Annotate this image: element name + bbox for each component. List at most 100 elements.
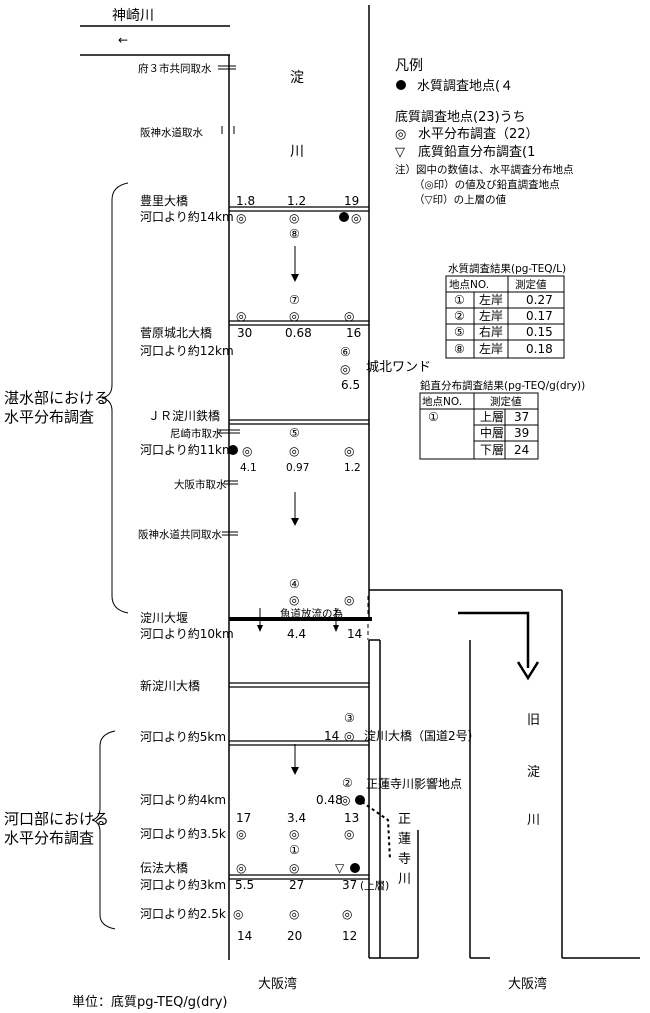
point-number-5: ⑤ bbox=[289, 426, 300, 440]
sample-point-icon: ◎ bbox=[342, 907, 352, 921]
side-label-kako-2: 水平分布調査 bbox=[4, 829, 94, 847]
sample-point-icon: ◎ bbox=[344, 729, 354, 743]
legend-vertical: 底質鉛直分布調査(1 bbox=[418, 144, 535, 160]
point-number-6: ⑥ bbox=[340, 345, 351, 359]
sample-point-icon: ◎ bbox=[236, 827, 246, 841]
vertical-table: 鉛直分布調査結果(pg-TEQ/g(dry)) 地点NO. 測定値 ① 上層 3… bbox=[419, 379, 585, 460]
water-row-4-side: 左岸 bbox=[479, 341, 503, 356]
value-14km-right: 19 bbox=[344, 194, 359, 208]
point-number-3: ③ bbox=[344, 711, 355, 725]
sample-point-icon: ◎ bbox=[289, 309, 299, 323]
value-10km-right: 14 bbox=[347, 627, 362, 641]
water-row-3-value: 0.15 bbox=[526, 325, 553, 339]
vertical-row-3-layer: 下層 bbox=[480, 443, 504, 457]
vertical-point-icon: ▽ bbox=[335, 861, 345, 875]
legend-title: 凡例 bbox=[395, 58, 423, 74]
water-row-1-no: ① bbox=[454, 293, 465, 307]
water-row-2-no: ② bbox=[454, 309, 465, 323]
value-25km-left: 14 bbox=[237, 929, 252, 943]
sample-point-icon: ◎ bbox=[242, 444, 252, 458]
label-yodo-bridge-r2: 淀川大橋（国道2号） bbox=[364, 729, 480, 743]
value-11km-right: 1.2 bbox=[344, 462, 361, 474]
value-14km-left: 1.8 bbox=[236, 194, 255, 208]
shorenji-char-1: 正 bbox=[398, 812, 411, 827]
water-row-4-no: ⑧ bbox=[454, 342, 465, 356]
sample-point-icon: ◎ bbox=[340, 362, 350, 376]
water-table-title: 水質調査結果(pg-TEQ/L) bbox=[448, 262, 566, 275]
kyu-yodo-char-3: 川 bbox=[527, 813, 540, 828]
label-km25: 河口より約2.5k bbox=[140, 906, 226, 921]
label-km12: 河口より約12km bbox=[140, 343, 234, 358]
value-10km-mid: 4.4 bbox=[287, 627, 306, 641]
sample-point-icon: ◎ bbox=[351, 211, 361, 225]
label-km4: 河口より約4km bbox=[140, 792, 226, 807]
legend-note-1: 注）図中の数値は、水平調査分布地点 bbox=[395, 163, 574, 176]
flow-arrowhead-icon bbox=[291, 767, 299, 775]
sample-point-icon: ◎ bbox=[344, 827, 354, 841]
vertical-table-title: 鉛直分布調査結果(pg-TEQ/g(dry)) bbox=[420, 379, 585, 392]
shorenji-char-3: 寺 bbox=[398, 852, 411, 867]
diversion-arrow-icon bbox=[458, 611, 530, 668]
diversion-arrowhead-icon bbox=[516, 661, 540, 681]
label-km11: 河口より約11km bbox=[140, 442, 234, 457]
flow-arrowhead-icon bbox=[291, 274, 299, 282]
sample-point-icon: ◎ bbox=[289, 444, 299, 458]
point-number-8: ⑧ bbox=[289, 227, 300, 241]
value-5km: 14 bbox=[324, 729, 339, 743]
sample-point-icon: ◎ bbox=[233, 907, 243, 921]
label-km35: 河口より約3.5k bbox=[140, 826, 226, 841]
shorenji-char-2: 蓮 bbox=[398, 832, 411, 847]
water-row-4-value: 0.18 bbox=[526, 342, 553, 356]
kyu-yodo-char-1: 旧 bbox=[527, 713, 540, 728]
label-hanshin-kyodo: 阪神水道共同取水 bbox=[138, 528, 222, 541]
value-25km-mid: 20 bbox=[287, 929, 302, 943]
value-4km-right: 13 bbox=[344, 811, 359, 825]
label-denpo: 伝法大橋 bbox=[140, 861, 188, 875]
vertical-row-1-value: 37 bbox=[514, 410, 529, 424]
water-point-icon bbox=[228, 445, 238, 455]
sample-point-icon: ◎ bbox=[340, 793, 350, 807]
shorenji-channel bbox=[361, 801, 391, 861]
water-point-icon bbox=[339, 212, 349, 222]
sample-point-icon: ◎ bbox=[289, 593, 299, 607]
water-row-3-side: 右岸 bbox=[479, 324, 503, 339]
label-jouhoku-wando: 城北ワンド bbox=[366, 360, 431, 375]
value-11km-left: 4.1 bbox=[240, 462, 257, 474]
value-3km-left: 5.5 bbox=[235, 878, 254, 892]
value-12km-mid: 0.68 bbox=[285, 326, 312, 340]
value-12km-right: 16 bbox=[346, 326, 361, 340]
label-amagasaki: 尼崎市取水 bbox=[170, 427, 223, 440]
flow-arrowhead-icon bbox=[291, 518, 299, 526]
value-14km-mid: 1.2 bbox=[287, 194, 306, 208]
label-fish-way: 魚道放流の為 bbox=[280, 607, 343, 620]
side-label-tansui-1: 湛水部における bbox=[4, 389, 109, 407]
legend: 凡例 水質調査地点(４ 底質調査地点(23)うち ◎ 水平分布調査（22） ▽ … bbox=[395, 58, 574, 206]
sample-point-icon: ◎ bbox=[344, 593, 354, 607]
unit-label: 単位：底質pg-TEQ/g(dry) bbox=[72, 994, 227, 1010]
sample-point-icon: ◎ bbox=[344, 309, 354, 323]
water-point-icon bbox=[350, 863, 360, 873]
label-toyosato: 豊里大橋 bbox=[140, 194, 188, 208]
sample-point-icon: ◎ bbox=[344, 444, 354, 458]
legend-note-3: （▽印）の上層の値 bbox=[414, 193, 507, 206]
label-osaka-intake: 大阪市取水 bbox=[174, 478, 227, 491]
outflow-arrowhead-icon bbox=[257, 625, 263, 632]
water-row-2-side: 左岸 bbox=[479, 308, 503, 323]
kyu-yodo-char-2: 淀 bbox=[527, 765, 540, 780]
side-label-tansui-2: 水平分布調査 bbox=[4, 408, 94, 426]
point-number-4: ④ bbox=[289, 577, 300, 591]
vertical-table-header-value: 測定値 bbox=[490, 395, 522, 408]
side-label-kako-1: 河口部における bbox=[4, 810, 109, 828]
value-12km-left: 30 bbox=[237, 326, 252, 340]
water-row-1-value: 0.27 bbox=[526, 293, 553, 307]
outflow-arrowhead-icon bbox=[333, 625, 339, 632]
value-25km-right: 12 bbox=[342, 929, 357, 943]
water-quality-table: 水質調査結果(pg-TEQ/L) 地点NO. 測定値 ① 左岸 0.27 ② 左… bbox=[445, 262, 566, 359]
water-point-icon bbox=[396, 80, 406, 90]
vertical-table-no: ① bbox=[428, 410, 439, 424]
value-3km-right: 37 bbox=[342, 878, 357, 892]
sample-point-icon: ◎ bbox=[289, 907, 299, 921]
triangle-icon: ▽ bbox=[395, 145, 405, 160]
label-km5: 河口より約5km bbox=[140, 729, 226, 744]
